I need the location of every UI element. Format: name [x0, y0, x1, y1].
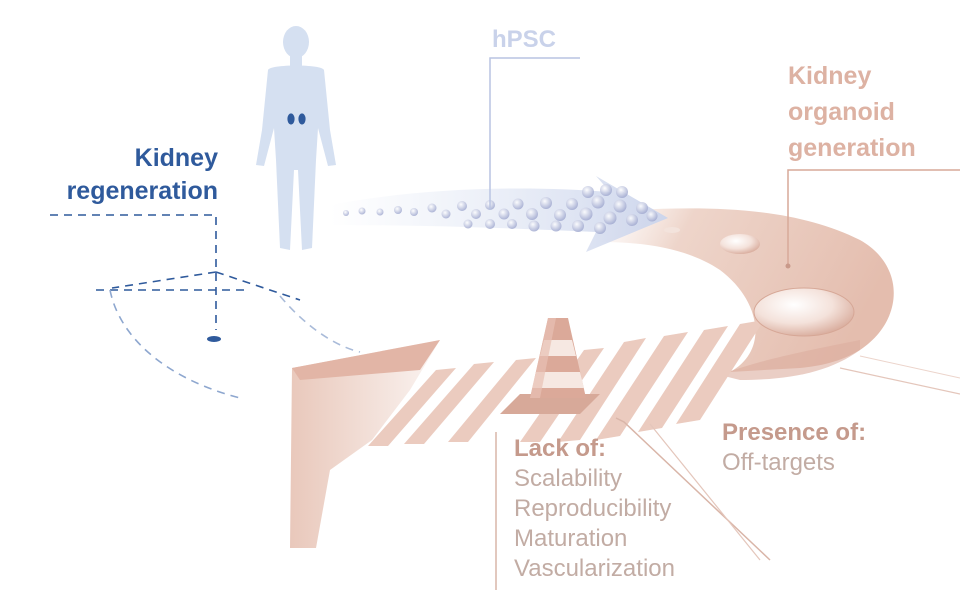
- hpsc-cell-icon: [594, 222, 606, 234]
- traffic-cone-icon: [500, 318, 600, 414]
- hpsc-cell-icon: [512, 198, 524, 210]
- organoid-leader-dot: [785, 263, 791, 269]
- human-body-icon: [256, 26, 336, 250]
- hpsc-cell-icon: [441, 209, 451, 219]
- lack-of-item: Vascularization: [514, 555, 675, 582]
- hpsc-cell-icon: [572, 220, 584, 232]
- hpsc-cell-icon: [616, 186, 628, 198]
- organoid-dome-icon: [664, 227, 855, 337]
- kidney-organoid-line-2: organoid: [788, 98, 895, 126]
- hpsc-label: hPSC: [492, 26, 557, 53]
- hpsc-cell-icon: [526, 208, 538, 220]
- kidney-regeneration-line-2: regeneration: [66, 177, 218, 205]
- hpsc-leader-line: [489, 57, 580, 210]
- target-point: [207, 336, 221, 342]
- hpsc-cell-icon: [636, 202, 648, 214]
- hpsc-cell-icon: [579, 207, 593, 221]
- hpsc-cell-icon: [613, 199, 627, 213]
- organoid-leader-line: [787, 169, 960, 266]
- hpsc-cell-icon: [343, 210, 349, 216]
- presence-of-item: Off-targets: [722, 449, 835, 476]
- hpsc-cell-icon: [603, 211, 617, 225]
- kidney-regeneration-label: Kidney regeneration: [48, 142, 218, 208]
- lack-of-label: Lack of: Scalability Reproducibility Mat…: [514, 434, 675, 584]
- lack-of-item: Reproducibility: [514, 495, 672, 522]
- hpsc-cell-icon: [600, 184, 612, 196]
- striped-road: [368, 320, 764, 446]
- hpsc-cell-icon: [582, 186, 594, 198]
- regeneration-target-icon: [50, 214, 361, 399]
- hpsc-cell-icon: [554, 209, 566, 221]
- track-edge-line-lower: [859, 355, 960, 379]
- hpsc-cell-icon: [471, 209, 481, 219]
- hpsc-cell-icon: [457, 201, 467, 211]
- hpsc-cells: [343, 184, 658, 234]
- hpsc-cell-icon: [540, 197, 552, 209]
- hpsc-cell-icon: [646, 210, 658, 222]
- hpsc-cell-icon: [358, 207, 366, 215]
- lack-of-heading: Lack of:: [514, 435, 607, 462]
- kidney-regeneration-line-1: Kidney: [134, 144, 218, 172]
- lack-of-item: Maturation: [514, 525, 628, 552]
- hpsc-cell-icon: [463, 219, 473, 229]
- hpsc-cell-icon: [376, 208, 384, 216]
- presence-of-label: Presence of: Off-targets: [722, 418, 866, 478]
- hpsc-cell-icon: [528, 220, 540, 232]
- hpsc-cell-icon: [485, 219, 495, 229]
- hpsc-cell-icon: [591, 195, 605, 209]
- lack-of-diagonal-line: [615, 417, 771, 561]
- hpsc-cell-icon: [498, 208, 510, 220]
- hpsc-cell-icon: [394, 206, 402, 214]
- track-edge-line-upper: [839, 367, 960, 395]
- lack-of-item: Scalability: [514, 465, 623, 492]
- hpsc-cell-icon: [550, 220, 562, 232]
- organoid-track: [600, 208, 894, 380]
- presence-of-heading: Presence of:: [722, 419, 867, 446]
- hpsc-cell-icon: [507, 219, 517, 229]
- hpsc-cell-icon: [427, 203, 437, 213]
- hpsc-cell-icon: [410, 208, 418, 216]
- kidneys-icon: [287, 113, 306, 125]
- kidney-organoid-generation-label: Kidney organoid generation: [788, 58, 916, 166]
- kidney-organoid-line-1: Kidney: [788, 62, 872, 90]
- hpsc-cell-icon: [626, 214, 638, 226]
- return-arrow: [290, 340, 440, 548]
- presence-of-leader-line: [649, 423, 761, 561]
- kidney-organoid-line-3: generation: [788, 134, 916, 162]
- hpsc-cell-icon: [566, 198, 578, 210]
